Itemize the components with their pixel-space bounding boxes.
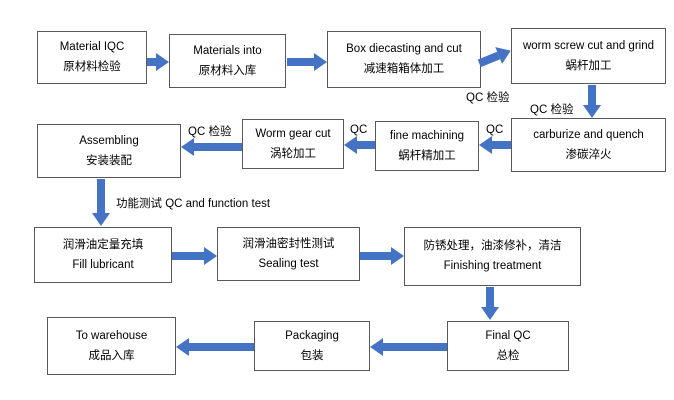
node-line-1: 防锈处理，油漆修补，清洁 — [423, 240, 562, 253]
node-to-warehouse: To warehouse 成品入库 — [47, 317, 176, 375]
node-line-1: Materials into — [193, 44, 262, 57]
node-fine-machining: fine machining 蜗杆精加工 — [375, 121, 479, 171]
node-line-1: worm screw cut and grind — [522, 39, 655, 52]
node-materials-into: Materials into 原材料入库 — [169, 34, 286, 88]
node-line-2: 原材料检验 — [63, 61, 121, 73]
arrow-right-icon — [204, 247, 217, 265]
arrow-assembling-to-fill-lubricant — [92, 179, 110, 226]
node-line-1: Box diecasting and cut — [346, 43, 462, 56]
arrow-packaging-to-to-warehouse — [176, 338, 254, 356]
node-line-1: Worm gear cut — [255, 127, 331, 140]
node-line-1: Packaging — [285, 329, 339, 342]
label-qc-carburize-to-fine: QC — [486, 124, 504, 136]
node-line-2: 减速箱箱体加工 — [363, 63, 445, 75]
arrow-left-icon — [479, 136, 492, 154]
node-line-1: Assembling — [79, 134, 139, 147]
node-line-2: 成品入库 — [88, 349, 135, 362]
arrow-left-icon — [181, 138, 194, 156]
arrow-down-icon — [481, 307, 499, 320]
node-worm-screw-cut: worm screw cut and grind 蜗杆加工 — [511, 28, 666, 84]
label-qc-before-carburize: QC 检验 — [530, 104, 574, 116]
arrow-fill-lubricant-to-sealing-test — [172, 247, 217, 265]
arrow-left-icon — [344, 136, 357, 154]
node-line-1: carburize and quench — [533, 128, 644, 141]
arrow-worm-screw-cut-to-carburize-quench — [583, 85, 601, 118]
arrow-sealing-test-to-finishing-treatment — [360, 247, 404, 265]
node-material-iqc: Material IQC 原材料检验 — [37, 31, 147, 84]
arrow-left-icon — [370, 338, 383, 356]
node-line-2: 安装装配 — [86, 154, 132, 167]
label-qc-after-diecasting: QC 检验 — [466, 92, 510, 104]
node-finishing-treatment: 防锈处理，油漆修补，清洁 Finishing treatment — [404, 227, 581, 286]
arrow-box-diecasting-to-worm-screw-cut — [476, 42, 515, 71]
arrow-right-icon — [314, 53, 327, 71]
node-fill-lubricant: 润滑油定量充填 Fill lubricant — [34, 227, 172, 283]
arrow-material-iqc-to-materials-into — [147, 53, 169, 71]
node-line-1: To warehouse — [75, 329, 148, 342]
arrow-fine-machining-to-worm-gear-cut — [344, 136, 375, 154]
node-line-2: 总检 — [496, 349, 520, 362]
arrow-right-icon — [391, 247, 404, 265]
node-line-2: 涡轮加工 — [270, 147, 316, 160]
node-final-qc: Final QC 总检 — [447, 321, 569, 371]
node-sealing-test: 润滑油密封性测试 Sealing test — [217, 227, 360, 281]
node-line-2: Sealing test — [258, 257, 319, 270]
node-worm-gear-cut: Worm gear cut 涡轮加工 — [242, 119, 344, 169]
label-qc-gear-to-assembling: QC 检验 — [188, 126, 232, 138]
arrow-down-icon — [92, 213, 110, 226]
node-line-2: Finishing treatment — [443, 260, 542, 272]
node-line-1: fine machining — [389, 129, 465, 142]
node-line-2: 蜗杆加工 — [565, 59, 612, 72]
arrow-left-icon — [176, 338, 189, 356]
label-qc-fine-to-gear: QC — [350, 124, 368, 136]
arrow-down-icon — [583, 105, 601, 118]
node-line-1: Material IQC — [59, 41, 125, 54]
node-line-1: 润滑油密封性测试 — [242, 237, 335, 250]
arrow-right-icon — [156, 53, 169, 71]
node-line-2: 包装 — [300, 349, 324, 362]
node-box-diecasting: Box diecasting and cut 减速箱箱体加工 — [327, 31, 481, 88]
node-line-2: 原材料入库 — [198, 64, 257, 77]
label-function-test: 功能测试 QC and function test — [116, 198, 271, 210]
arrow-finishing-treatment-to-final-qc — [481, 287, 499, 320]
node-line-1: Final QC — [485, 329, 531, 342]
arrow-carburize-quench-to-fine-machining — [479, 136, 511, 154]
arrow-materials-into-to-box-diecasting — [287, 53, 327, 71]
node-packaging: Packaging 包装 — [254, 321, 370, 371]
node-line-2: 渗碳淬火 — [565, 148, 612, 161]
node-line-2: Fill lubricant — [72, 258, 134, 271]
arrow-final-qc-to-packaging — [370, 338, 447, 356]
node-assembling: Assembling 安装装配 — [37, 124, 181, 178]
arrow-worm-gear-cut-to-assembling — [181, 138, 242, 156]
node-line-2: 蜗杆精加工 — [398, 149, 456, 162]
node-line-1: 润滑油定量充填 — [62, 238, 144, 251]
node-carburize-quench: carburize and quench 渗碳淬火 — [511, 118, 666, 172]
